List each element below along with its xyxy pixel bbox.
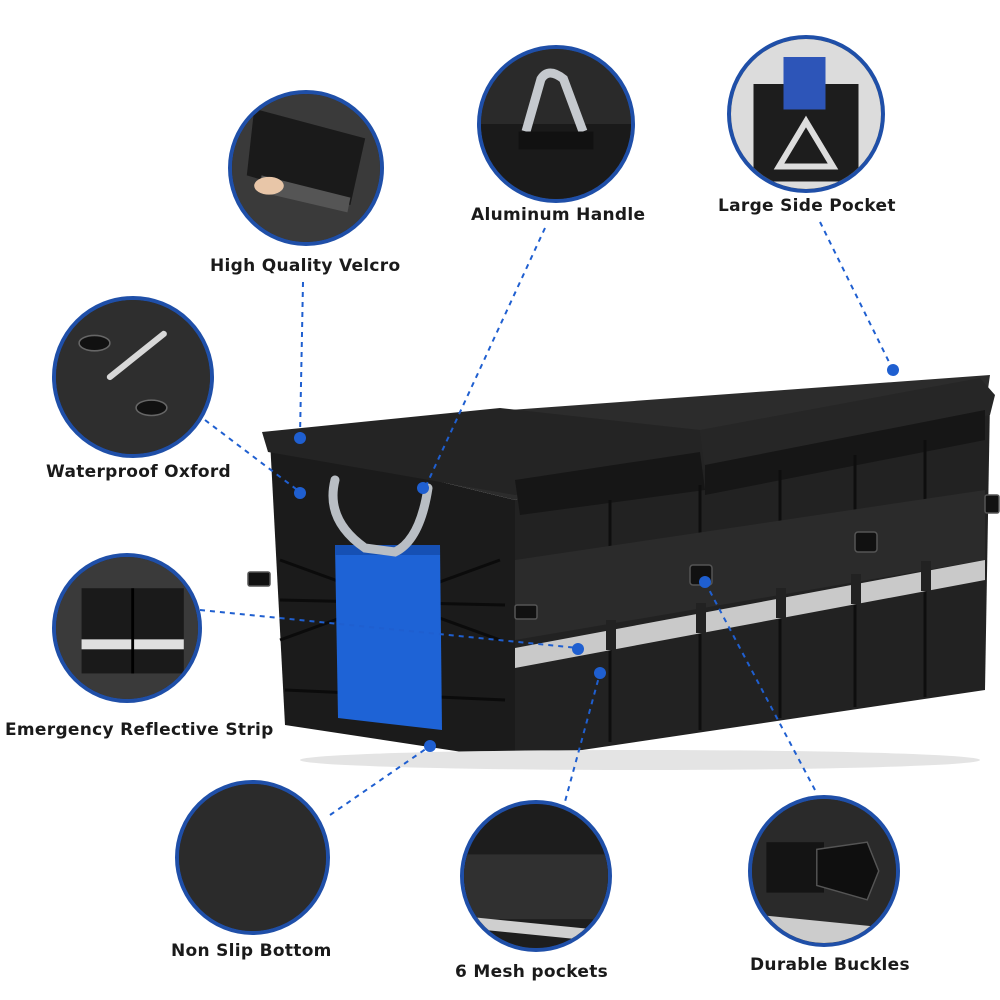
handle-label: Aluminum Handle xyxy=(471,205,646,225)
mesh-pocket-band xyxy=(515,490,985,640)
mesh-closeup-icon xyxy=(460,800,612,952)
non-slip-closeup-icon xyxy=(175,780,330,935)
handle-closeup-icon xyxy=(477,45,635,203)
mesh-label: 6 Mesh pockets xyxy=(455,962,609,982)
buckles-label: Durable Buckles xyxy=(750,955,910,975)
velcro-label: High Quality Velcro xyxy=(210,256,401,276)
velcro-closeup-icon xyxy=(228,90,384,246)
buckle-closeup-icon xyxy=(748,795,900,947)
oxford-closeup-icon xyxy=(52,296,214,458)
reflective-label: Emergency Reflective Strip xyxy=(5,720,274,740)
aluminum-handle xyxy=(328,475,433,557)
side-pocket-closeup-icon xyxy=(727,35,885,193)
oxford-label: Waterproof Oxford xyxy=(46,462,232,482)
reflective-closeup-icon xyxy=(52,553,202,703)
reflective-strip-side xyxy=(515,560,985,668)
blue-front-pocket xyxy=(335,545,442,730)
non-slip-label: Non Slip Bottom xyxy=(171,941,332,961)
side-pocket-label: Large Side Pocket xyxy=(718,196,896,216)
